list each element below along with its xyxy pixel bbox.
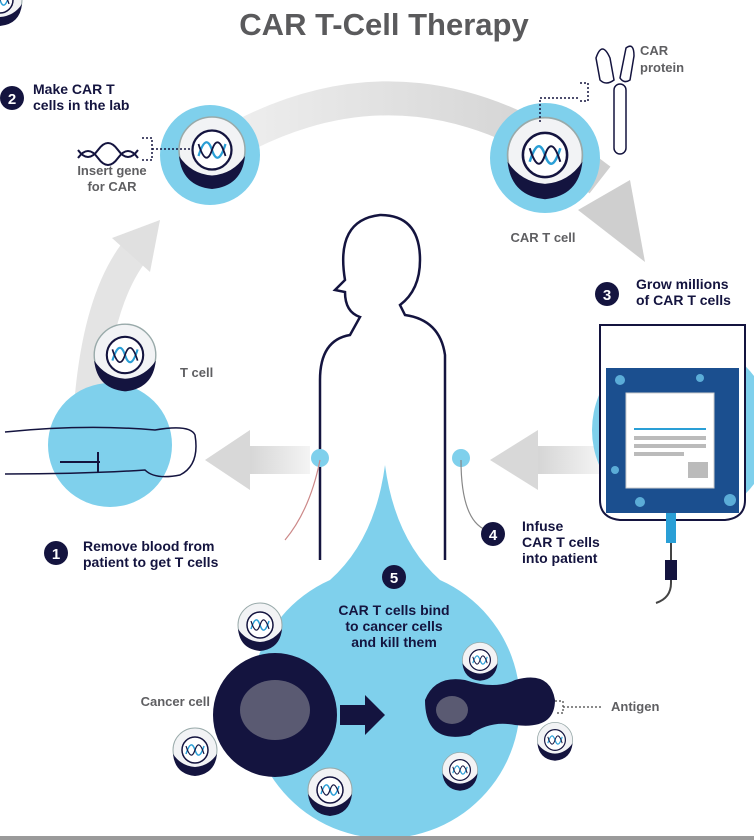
t-cell-engineering-icon [0, 0, 23, 27]
step-3-badge: 3 [595, 282, 619, 306]
step-5-badge: 5 [382, 565, 406, 589]
iv-tube [655, 543, 672, 604]
bag-outlet [666, 513, 676, 543]
up-arrowhead [112, 220, 160, 272]
car-protein-icon [595, 45, 635, 155]
svg-text:4: 4 [489, 527, 498, 544]
svg-text:3: 3 [603, 287, 611, 304]
t-cell-icon [93, 323, 157, 393]
protein-pointer [539, 82, 589, 122]
right-arrowhead [490, 430, 538, 490]
antigen-label: Antigen [611, 699, 659, 714]
car-t-cell-icon [506, 116, 584, 201]
arm-icon [4, 426, 197, 478]
right-arrow-body [535, 446, 600, 474]
car-t-cell-label: CAR T cell [510, 230, 575, 245]
bottom-border [0, 836, 754, 840]
blood-draw-circle [48, 383, 172, 507]
svg-text:2: 2 [8, 91, 16, 108]
t-cell-label: T cell [180, 365, 213, 380]
arc-arrowhead [578, 180, 645, 262]
svg-text:5: 5 [390, 570, 398, 587]
up-arrow-step1-to-2 [75, 235, 152, 397]
left-arrowhead [205, 430, 250, 490]
transition-arrow-icon [340, 695, 385, 735]
dna-pointer [142, 137, 192, 161]
cancer-cell-label: Cancer cell [141, 694, 210, 709]
step-1-badge: 1 [44, 541, 68, 565]
svg-text:1: 1 [52, 546, 60, 563]
patient-body-outline [318, 213, 447, 560]
left-arrow-body [245, 446, 310, 474]
step-4-badge: 4 [481, 522, 505, 546]
step-2-badge: 2 [0, 86, 24, 110]
page-title: CAR T-Cell Therapy [239, 7, 529, 42]
dna-icon [77, 142, 139, 166]
